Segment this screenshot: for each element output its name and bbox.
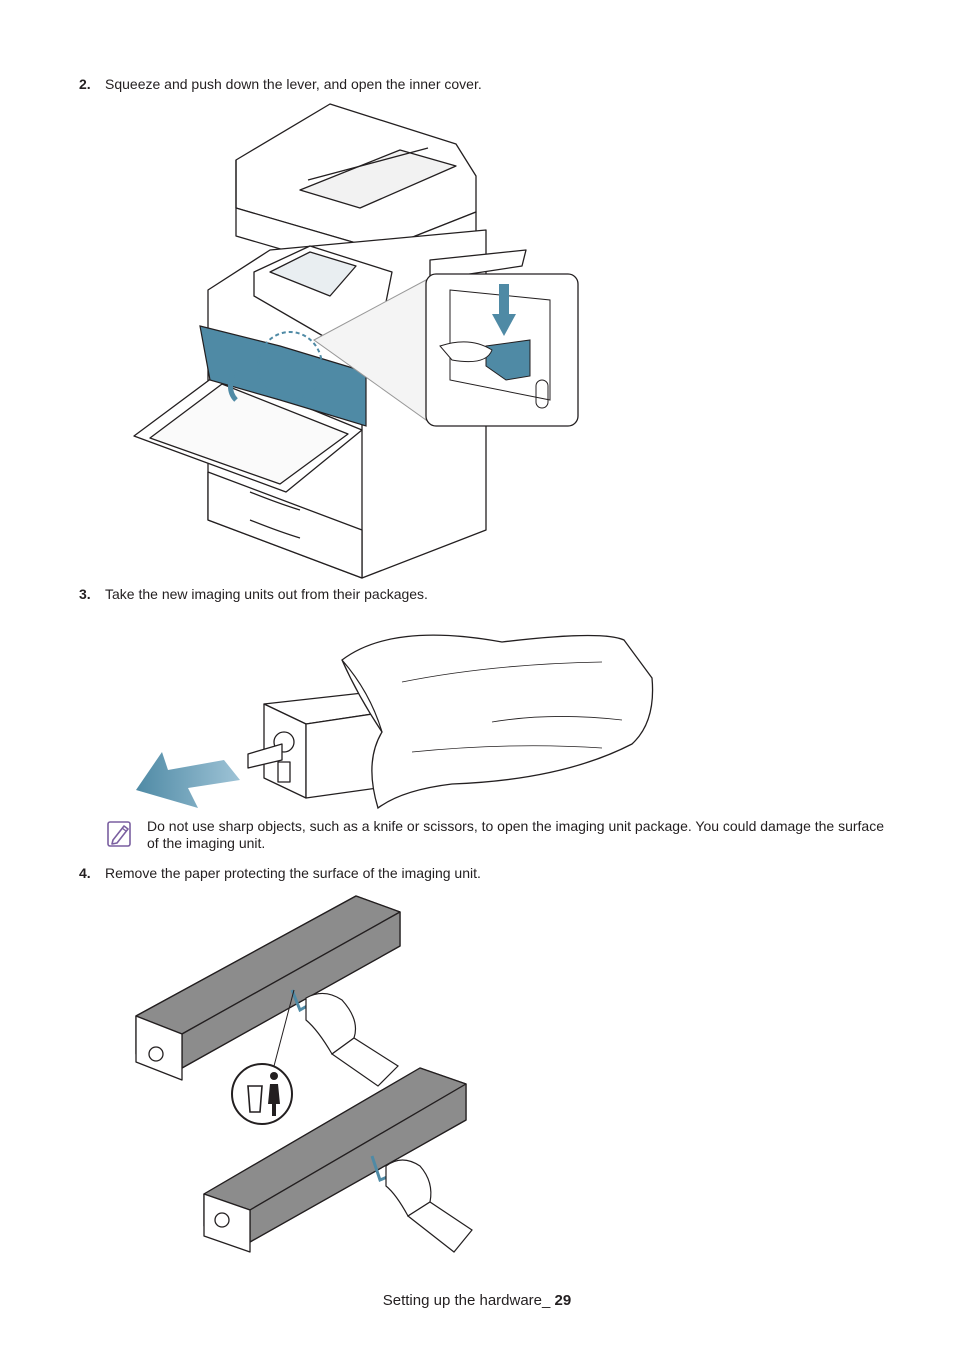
step-text: Remove the paper protecting the surface …	[105, 865, 481, 881]
step-3: 3. Take the new imaging units out from th…	[79, 586, 428, 603]
imaging-unit-unpacking-illustration	[136, 634, 654, 810]
step-2: 2. Squeeze and push down the lever, and o…	[79, 76, 482, 93]
step-number: 2.	[79, 76, 91, 92]
page-number: 29	[554, 1292, 572, 1309]
step-text: Squeeze and push down the lever, and ope…	[105, 76, 482, 92]
step-text: Take the new imaging units out from thei…	[105, 586, 428, 602]
page-footer: Setting up the hardware_ 29	[0, 1292, 954, 1309]
inner-cover	[199, 325, 367, 427]
note-pencil-icon	[107, 821, 131, 847]
footer-section: Setting up the hardware_	[382, 1292, 551, 1309]
pull-arrow	[136, 752, 240, 808]
step-number: 4.	[79, 865, 91, 881]
remove-protective-paper-illustration	[135, 895, 473, 1253]
note-text: Do not use sharp objects, such as a knif…	[147, 818, 885, 851]
printer-open-cover-illustration	[133, 103, 579, 579]
step-number: 3.	[79, 586, 91, 602]
step-4: 4. Remove the paper protecting the surfac…	[79, 865, 481, 882]
